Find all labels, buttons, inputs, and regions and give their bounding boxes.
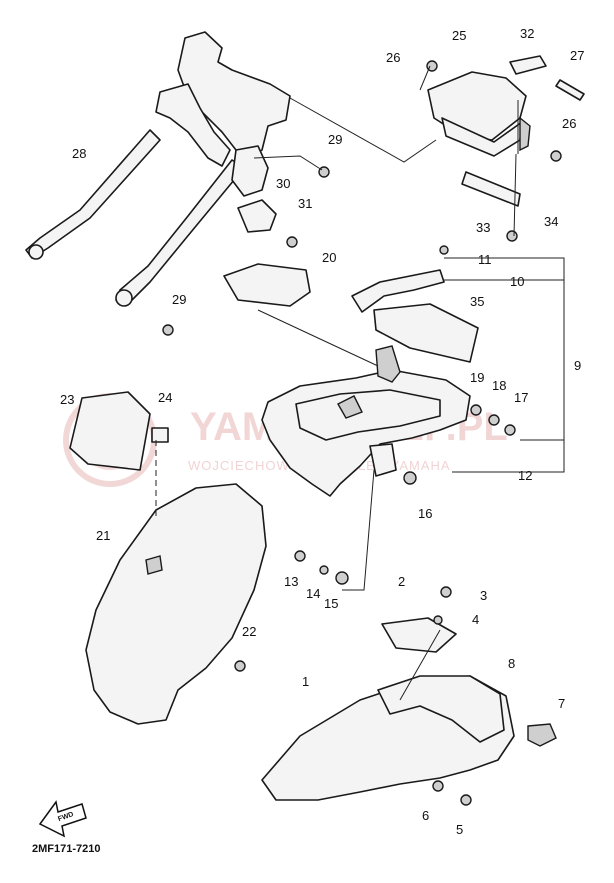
callout-18: 18 — [492, 378, 506, 393]
callout-2: 2 — [398, 574, 405, 589]
lens-gasket-part — [151, 427, 169, 443]
seal-pad-part — [223, 263, 311, 307]
callout-15: 15 — [324, 596, 338, 611]
leader-lines — [155, 65, 565, 701]
callout-26-top: 26 — [386, 50, 400, 65]
callout-27: 27 — [570, 48, 584, 63]
callout-31: 31 — [298, 196, 312, 211]
callout-7: 7 — [558, 696, 565, 711]
callout-34: 34 — [544, 214, 558, 229]
clip-part — [527, 723, 557, 747]
callout-11: 11 — [478, 252, 492, 267]
callout-6: 6 — [422, 808, 429, 823]
callout-4: 4 — [472, 612, 479, 627]
callout-26-right: 26 — [562, 116, 576, 131]
callout-28: 28 — [72, 146, 86, 161]
callout-3: 3 — [480, 588, 487, 603]
cover-plate-part — [373, 303, 479, 363]
callout-21: 21 — [96, 528, 110, 543]
callout-23: 23 — [60, 392, 74, 407]
callout-17: 17 — [514, 390, 528, 405]
callout-12: 12 — [518, 468, 532, 483]
callout-16: 16 — [418, 506, 432, 521]
license-lens-part — [69, 391, 151, 471]
callout-35: 35 — [470, 294, 484, 309]
callout-13: 13 — [284, 574, 298, 589]
callout-5: 5 — [456, 822, 463, 837]
callout-24: 24 — [158, 390, 172, 405]
hardware-parts — [162, 60, 562, 806]
callout-20: 20 — [322, 250, 336, 265]
diagram-code: 2MF171-7210 — [32, 843, 101, 855]
frame-bracket-assembly — [25, 31, 291, 307]
callout-33: 33 — [476, 220, 490, 235]
callout-29-top: 29 — [328, 132, 342, 147]
callout-14: 14 — [306, 586, 320, 601]
callout-25: 25 — [452, 28, 466, 43]
callout-10: 10 — [510, 274, 524, 289]
callout-1: 1 — [302, 674, 309, 689]
bracket-part — [461, 171, 521, 207]
pin-part — [555, 79, 585, 101]
seat-cover-part — [427, 71, 531, 157]
rear-fender-part — [85, 483, 267, 725]
callout-32: 32 — [520, 26, 534, 41]
callout-22: 22 — [242, 624, 256, 639]
callout-8: 8 — [508, 656, 515, 671]
fwd-arrow-icon: FWD — [38, 800, 87, 838]
callout-9: 9 — [574, 358, 581, 373]
bracket-plate-part — [381, 617, 457, 653]
callout-29-bottom: 29 — [172, 292, 186, 307]
callout-30: 30 — [276, 176, 290, 191]
callout-labels: 1 2 3 4 5 6 7 8 9 10 11 12 13 14 15 16 1… — [60, 26, 584, 837]
rear-fender-housing — [261, 345, 471, 497]
stay-part — [351, 269, 445, 313]
callout-19: 19 — [470, 370, 484, 385]
plate-part — [509, 55, 547, 75]
